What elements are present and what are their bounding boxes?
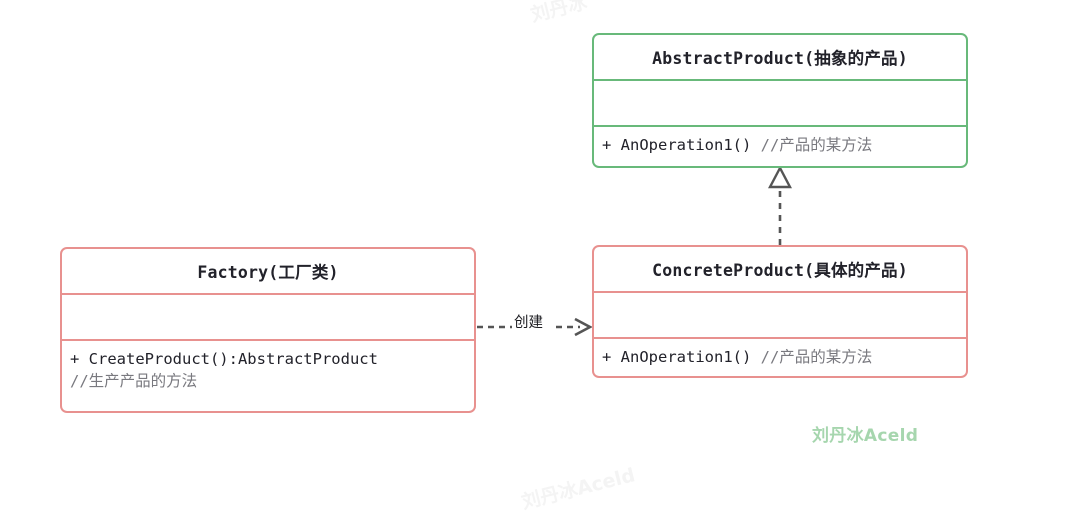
realization-connector [768,165,792,245]
relationship-label-creates: 创建 [512,315,545,331]
hollow-triangle-arrowhead [768,165,792,189]
class-name-concrete-product: ConcreteProduct(具体的产品) [652,261,908,280]
method-signature: + AnOperation1() [602,348,761,366]
class-divider [594,79,966,81]
class-divider [594,291,966,293]
method-comment: //产品的某方法 [760,136,873,154]
class-divider [594,125,966,127]
class-attributes-abstract-product [594,81,966,125]
class-methods-concrete-product: + AnOperation1() //产品的某方法 [594,339,966,374]
method-signature: + CreateProduct():AbstractProduct [70,350,378,368]
open-arrow-arrowhead [574,317,593,337]
class-methods-abstract-product: + AnOperation1() //产品的某方法 [594,127,966,162]
author-watermark: 刘丹冰Aceld [812,426,919,446]
class-divider [62,339,474,341]
background-watermark-top: 刘丹冰 [528,0,590,27]
class-box-concrete-product[interactable]: ConcreteProduct(具体的产品) + AnOperation1() … [592,245,968,378]
class-attributes-factory [62,295,474,339]
class-attributes-concrete-product [594,293,966,337]
class-name-abstract-product: AbstractProduct(抽象的产品) [652,49,908,68]
class-divider [62,293,474,295]
class-box-abstract-product[interactable]: AbstractProduct(抽象的产品) + AnOperation1() … [592,33,968,168]
class-divider [594,337,966,339]
method-signature: + AnOperation1() [602,136,761,154]
class-methods-factory: + CreateProduct():AbstractProduct //生产产品… [62,341,474,399]
class-box-factory[interactable]: Factory(工厂类) + CreateProduct():AbstractP… [60,247,476,413]
method-comment: //产品的某方法 [760,348,873,366]
background-watermark-bottom: 刘丹冰Aceld [519,464,638,514]
method-comment: //生产产品的方法 [70,372,198,391]
class-name-factory: Factory(工厂类) [197,263,339,282]
